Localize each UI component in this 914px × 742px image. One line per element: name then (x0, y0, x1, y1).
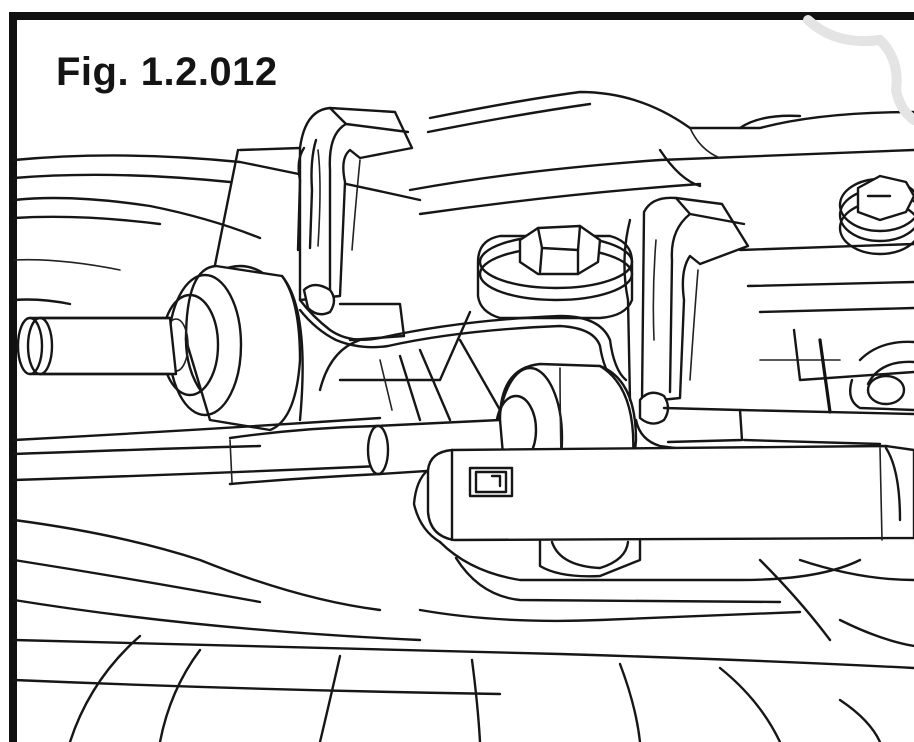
body-panel (12, 154, 422, 306)
right-mechanism (738, 242, 914, 446)
top-right-bolt (838, 174, 914, 256)
figure-border (9, 12, 914, 742)
bushing-left (160, 264, 304, 432)
mid-housing (318, 310, 502, 422)
lower-rails (12, 416, 422, 642)
figure-label: Fig. 1.2.012 (52, 50, 282, 95)
lower-housing (12, 558, 914, 742)
lower-bracket (418, 538, 862, 642)
cable-clip (634, 391, 746, 452)
upper-beam (408, 90, 914, 216)
center-hex-bolt (476, 224, 634, 320)
spring-clip-left (212, 106, 414, 302)
watermark-mark (803, 15, 914, 125)
spring-clip-right (623, 196, 750, 404)
shaft-left (16, 316, 178, 376)
lever-arm (412, 444, 914, 544)
